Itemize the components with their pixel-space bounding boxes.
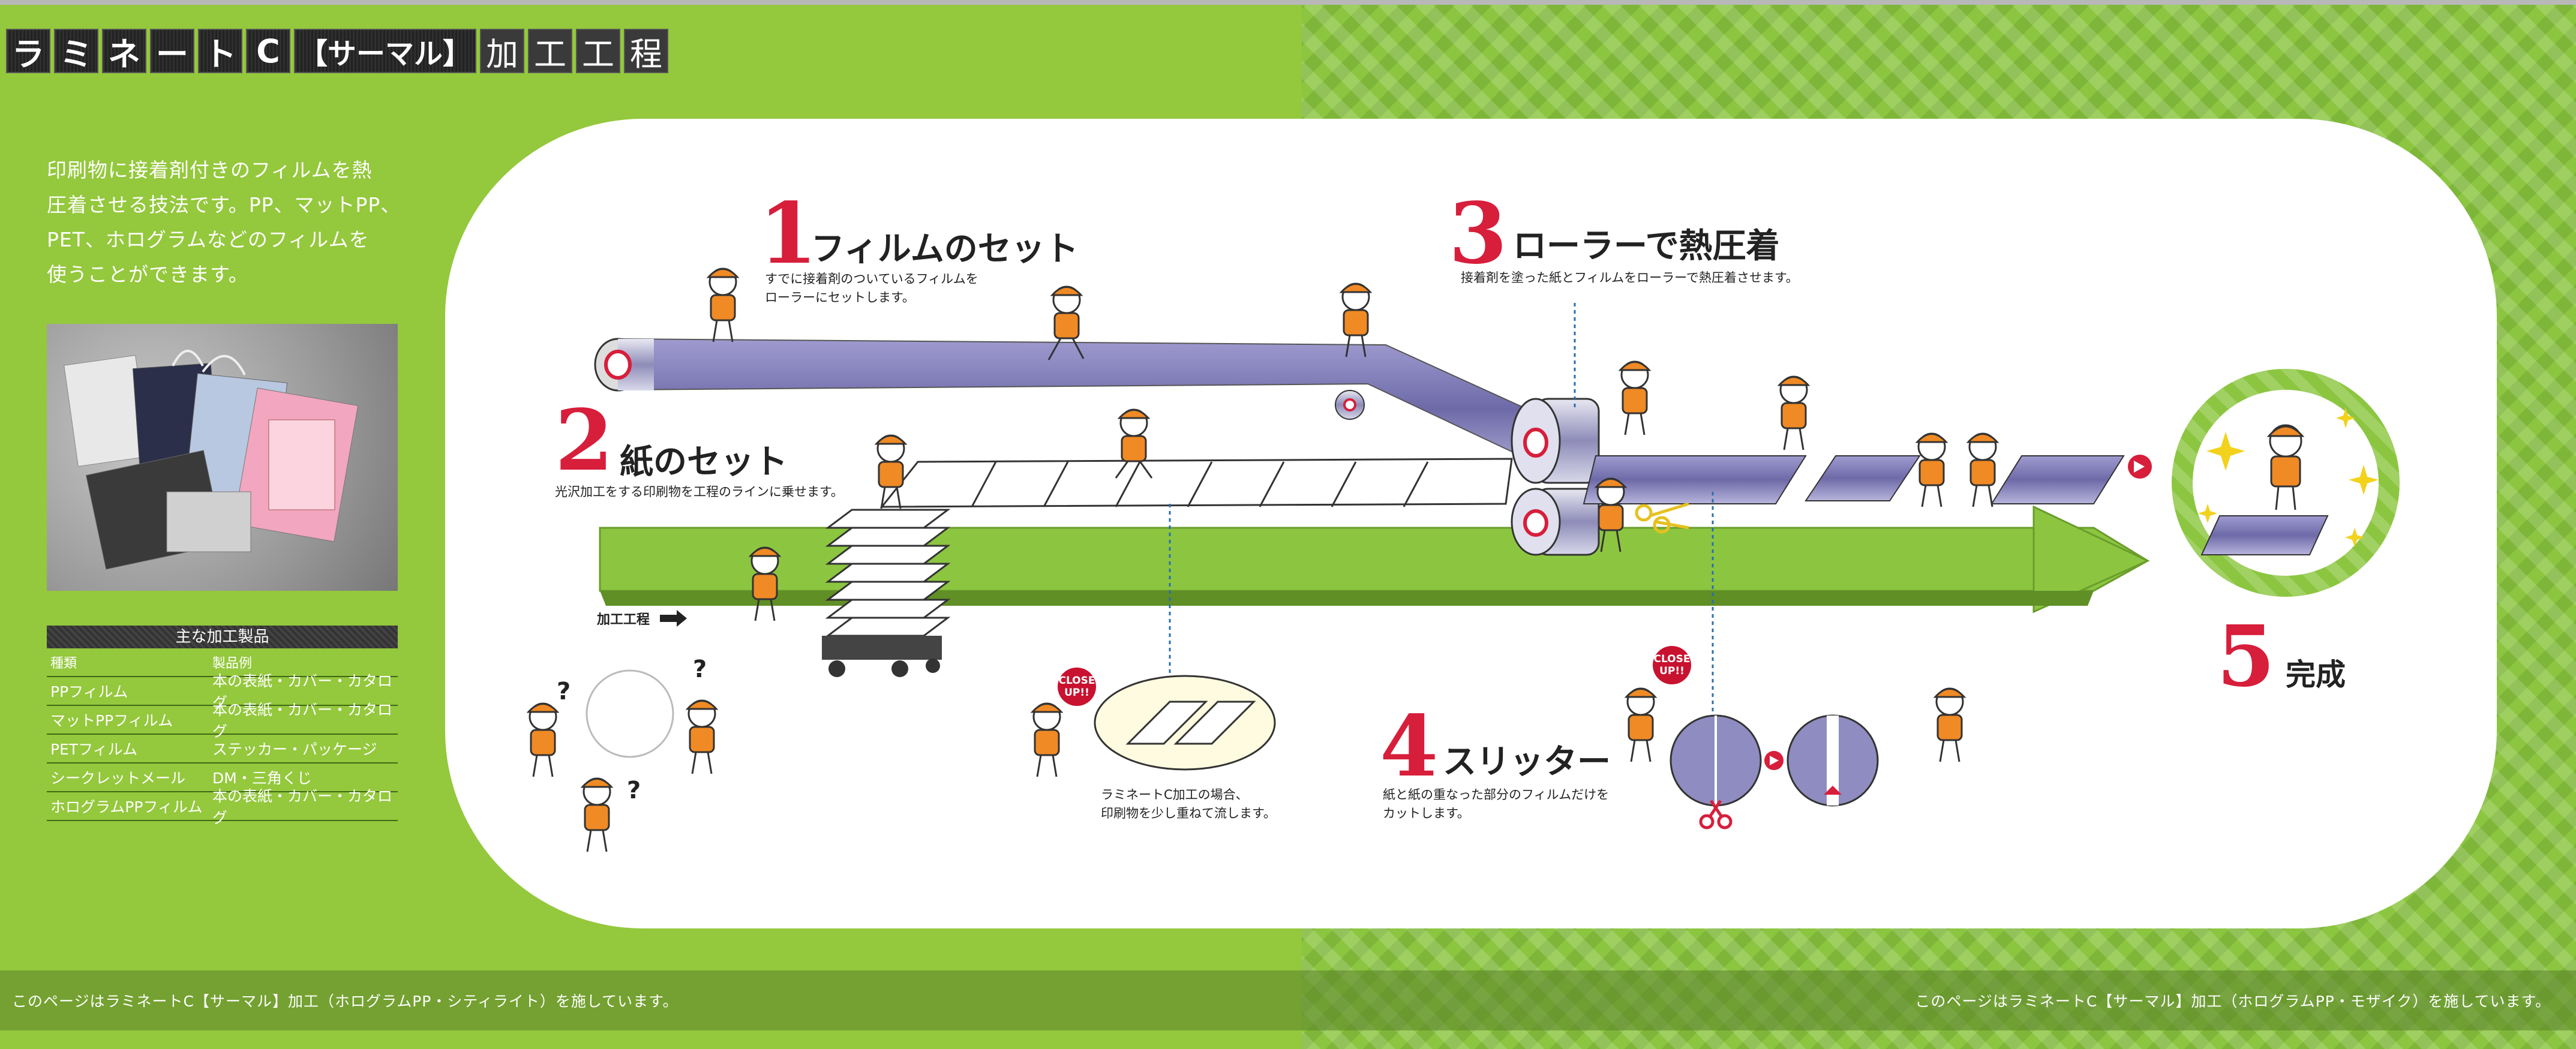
table-header: 製品例 [212,656,253,671]
table-row: PETフィルム ステッカー・パッケージ [47,735,398,764]
table-cell: DM・三角くじ [212,770,312,787]
roller-icon [1511,488,1600,556]
title-char: C [246,29,290,73]
laminated-sheet [1990,455,2125,504]
intro-text: 印刷物に接着剤付きのフィルムを熱 圧着させる技法です。PP、マットPP、 PET… [47,153,407,292]
close-up-badge: CLOSE UP!! [1058,668,1096,706]
footer-left: このページはラミネートC【サーマル】加工（ホログラムPP・シティライト）を施して… [12,993,678,1010]
overlap-note-line: 印刷物を少し重ねて流します。 [1101,806,1276,820]
table-row: ホログラムPPフィルム 本の表紙・カバー・カタログ [47,787,398,826]
table-cell: PPフィルム [50,683,128,701]
scissors-icon [1699,799,1733,829]
table-cell: シークレットメール [50,770,186,787]
step-number: 4 [1380,698,1439,796]
step-title: フィルムのセット [811,230,1079,269]
process-bar-arrow [2032,505,2150,614]
title-char: ラ [6,29,50,73]
paper-stack [822,509,951,677]
finished-sheet [2200,515,2329,555]
question-mark: ? [693,656,707,683]
table-title: 主な加工製品 [47,626,398,648]
intro-line: 印刷物に接着剤付きのフィルムを熱 [47,158,373,182]
step-desc: 接着剤を塗った紙とフィルムをローラーで熱圧着させます。 [1461,269,1799,287]
table-cell: ホログラムPPフィルム [50,798,203,816]
magnifier-icon [586,669,674,758]
footer-band [0,970,2576,1030]
process-bar [599,527,2149,592]
overlap-note-line: ラミネートC加工の場合、 [1101,787,1248,802]
slitter-closeup [1670,714,1879,807]
close-up-badge: CLOSE UP!! [1653,646,1691,684]
close-up-label: CLOSE UP!! [1653,653,1691,677]
paper-sheets [971,461,1429,507]
title-char: 加 [480,29,525,73]
step-desc: 紙と紙の重なった部分のフィルムだけを カットします。 [1383,786,1609,823]
intro-line: 使うことができます。 [47,263,249,286]
roller-icon [1335,390,1365,420]
step-number: 3 [1449,185,1508,283]
process-label: 加工工程 [597,612,650,627]
table-cell: 本の表紙・カバー・カタログ [212,672,393,711]
title-char: 工 [576,29,621,73]
top-strip [0,0,2576,5]
step-title: 紙のセット [620,443,788,482]
product-photo [47,324,398,591]
step-number: 2 [555,392,614,490]
table-cell: 本の表紙・カバー・カタログ [212,701,393,740]
step-title: ローラーで熱圧着 [1513,227,1780,266]
step-title: スリッター [1443,743,1611,782]
roller-icon [1511,398,1600,484]
table-cell: PETフィルム [50,741,138,758]
paper-line [879,458,1513,508]
step-number: 5 [2217,608,2275,706]
question-mark: ? [557,678,571,705]
product-photo-illustration [64,350,359,570]
roller-icon [594,338,654,392]
step-desc-line: すでに接着剤のついているフィルムを [765,272,978,286]
close-up-label: CLOSE UP!! [1058,675,1095,699]
table-header-row: 種類 製品例 [47,648,398,677]
scissors-icon [1635,502,1689,534]
table-row: シークレットメール DM・三角くじ [47,764,398,792]
laminated-sheet [1805,455,1921,501]
question-mark: ? [627,777,641,804]
step-desc-line: カットします。 [1383,806,1470,820]
title-char: ミ [54,29,98,73]
table-row: PPフィルム 本の表紙・カバー・カタログ [47,672,398,711]
title-char: ト [198,29,242,73]
step-desc-line: ローラーにセットします。 [765,290,915,305]
table-cell: 本の表紙・カバー・カタログ [212,787,393,826]
step-desc-line: 光沢加工をする印刷物を工程のラインに乗せます。 [555,485,843,499]
process-panel [445,119,2497,928]
table-cell: ステッカー・パッケージ [212,741,377,758]
overlap-closeup [1094,675,1276,771]
step-desc: 光沢加工をする印刷物を工程のラインに乗せます。 [555,483,843,501]
step-title: 完成 [2286,657,2346,692]
sparkle-icon [2198,408,2379,547]
table-cell: マットPPフィルム [50,712,173,729]
laminated-output [1583,455,1807,504]
title-char: 工 [528,29,573,73]
step-number: 1 [759,185,818,283]
products-table: 主な加工製品 種類 製品例 PPフィルム 本の表紙・カバー・カタログ マットPP… [47,626,398,826]
step-desc-line: 紙と紙の重なった部分のフィルムだけを [1383,787,1610,802]
table-header: 種類 [50,656,77,671]
table-row: マットPPフィルム 本の表紙・カバー・カタログ [47,701,398,740]
intro-line: PET、ホログラムなどのフィルムを [47,228,370,251]
title-char: ネ [102,29,146,73]
worker-icon [526,267,2305,852]
process-bar-side [600,591,2094,606]
arrow-right-icon [2128,455,2152,479]
step-desc-line: 接着剤を塗った紙とフィルムをローラーで熱圧着させます。 [1461,270,1799,285]
arrow-right-icon [660,610,687,627]
title-char: 程 [624,29,669,73]
intro-line: 圧着させる技法です。PP、マットPP、 [47,193,401,217]
title-char: ー [150,29,194,73]
overlap-note: ラミネートC加工の場合、 印刷物を少し重ねて流します。 [1101,786,1276,823]
page-title: ラ ミ ネ ー ト C 【サーマル】 加 工 工 程 [6,26,669,76]
step-desc: すでに接着剤のついているフィルムを ローラーにセットします。 [765,270,978,307]
footer-right: このページはラミネートC【サーマル】加工（ホログラムPP・モザイク）を施していま… [1915,993,2551,1010]
title-bracket: 【サーマル】 [294,29,477,73]
